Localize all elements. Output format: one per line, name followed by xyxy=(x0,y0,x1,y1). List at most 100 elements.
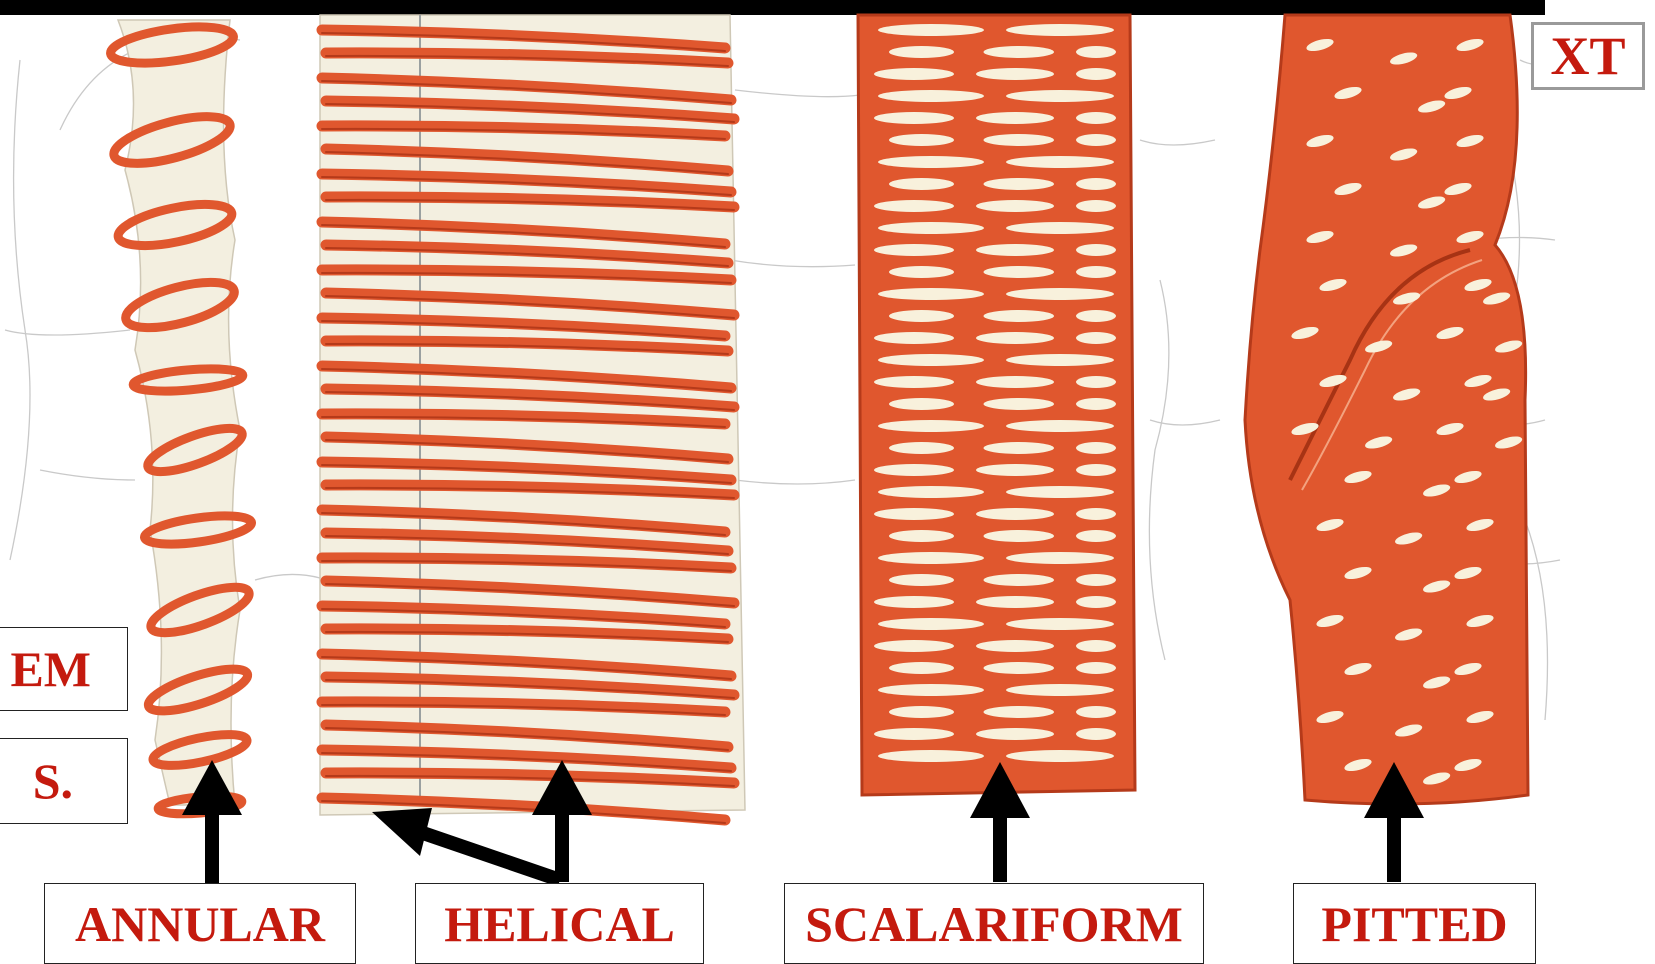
side-label-em: EM xyxy=(0,627,128,711)
scalariform-slit xyxy=(1076,200,1116,212)
scalariform-slit xyxy=(874,112,954,124)
scalariform-slit xyxy=(984,46,1055,58)
scalariform-slit xyxy=(1006,750,1114,762)
scalariform-slit xyxy=(1006,354,1114,366)
scalariform-slit xyxy=(984,178,1055,190)
scalariform-slit xyxy=(1076,376,1116,388)
scalariform-slit xyxy=(976,508,1054,520)
scalariform-slit xyxy=(1076,662,1116,674)
scalariform-slit xyxy=(1076,332,1116,344)
scalariform-slit xyxy=(1006,420,1114,432)
scalariform-slit xyxy=(889,178,954,190)
scalariform-slit xyxy=(1006,486,1114,498)
scalariform-slit xyxy=(874,332,954,344)
scalariform-slit xyxy=(984,310,1055,322)
label-scalariform: SCALARIFORM xyxy=(784,883,1204,964)
scalariform-slit xyxy=(984,134,1055,146)
scalariform-slit xyxy=(1076,244,1116,256)
helical-vessel xyxy=(320,15,745,823)
scalariform-slit xyxy=(976,112,1054,124)
scalariform-slit xyxy=(1076,442,1116,454)
scalariform-slit xyxy=(1076,530,1116,542)
scalariform-slit xyxy=(889,442,954,454)
pitted-vessel-wall xyxy=(1245,15,1528,804)
scalariform-slit xyxy=(874,596,954,608)
scalariform-slit xyxy=(1076,706,1116,718)
label-pitted: PITTED xyxy=(1293,883,1536,964)
annular-vessel xyxy=(108,20,254,817)
scalariform-slit xyxy=(1006,552,1114,564)
scalariform-slit xyxy=(889,398,954,410)
scalariform-slit xyxy=(976,464,1054,476)
scalariform-slit xyxy=(984,398,1055,410)
scalariform-slit xyxy=(1076,112,1116,124)
scalariform-slit xyxy=(878,750,984,762)
scalariform-slit xyxy=(874,68,954,80)
scalariform-slit xyxy=(984,442,1055,454)
scalariform-slit xyxy=(878,288,984,300)
scalariform-slit xyxy=(878,24,984,36)
xt-badge: XT xyxy=(1531,22,1645,90)
scalariform-slit xyxy=(984,706,1055,718)
scalariform-slit xyxy=(976,332,1054,344)
scalariform-slit xyxy=(889,574,954,586)
scalariform-slit xyxy=(874,200,954,212)
arrow-helical-diag-shaft xyxy=(420,832,560,880)
scalariform-slit xyxy=(889,266,954,278)
scalariform-vessel xyxy=(858,15,1135,795)
scalariform-slit xyxy=(984,530,1055,542)
scalariform-slit xyxy=(874,376,954,388)
scalariform-slit xyxy=(1006,288,1114,300)
scalariform-slit xyxy=(878,684,984,696)
scalariform-slit xyxy=(976,68,1054,80)
scalariform-slit xyxy=(1006,618,1114,630)
scalariform-slit xyxy=(878,420,984,432)
scalariform-slit xyxy=(984,662,1055,674)
scalariform-slit xyxy=(984,266,1055,278)
label-annular: ANNULAR xyxy=(44,883,356,964)
scalariform-slit xyxy=(878,618,984,630)
label-helical: HELICAL xyxy=(415,883,704,964)
scalariform-slit xyxy=(1076,310,1116,322)
scalariform-slit xyxy=(1076,464,1116,476)
scalariform-slit xyxy=(1076,266,1116,278)
scalariform-slit xyxy=(1006,90,1114,102)
scalariform-slit xyxy=(1076,596,1116,608)
scalariform-slit xyxy=(878,354,984,366)
scalariform-slit xyxy=(1006,222,1114,234)
scalariform-slit xyxy=(874,728,954,740)
scalariform-slit xyxy=(889,706,954,718)
scalariform-slit xyxy=(984,574,1055,586)
scalariform-slit xyxy=(874,508,954,520)
arrow-helical-diag-head xyxy=(372,808,432,856)
side-label-s: S. xyxy=(0,738,128,824)
scalariform-slit xyxy=(1076,508,1116,520)
scalariform-slit xyxy=(1076,728,1116,740)
scalariform-slit xyxy=(874,244,954,256)
scalariform-slit xyxy=(889,662,954,674)
scalariform-slit xyxy=(1076,574,1116,586)
scalariform-slit xyxy=(1076,68,1116,80)
scalariform-slit xyxy=(976,596,1054,608)
scalariform-slit xyxy=(874,464,954,476)
scalariform-slit xyxy=(1076,178,1116,190)
scalariform-slit xyxy=(889,310,954,322)
scalariform-slit xyxy=(878,156,984,168)
scalariform-slit xyxy=(1006,684,1114,696)
scalariform-slit xyxy=(1006,156,1114,168)
scalariform-slit xyxy=(874,640,954,652)
scalariform-slit xyxy=(976,244,1054,256)
scalariform-slit xyxy=(889,530,954,542)
scalariform-slit xyxy=(878,90,984,102)
scalariform-slit xyxy=(1076,640,1116,652)
scalariform-slit xyxy=(1076,46,1116,58)
scalariform-slit xyxy=(976,200,1054,212)
scalariform-slit xyxy=(878,552,984,564)
scalariform-slit xyxy=(1076,398,1116,410)
scalariform-slit xyxy=(878,486,984,498)
scalariform-slit xyxy=(889,46,954,58)
scalariform-slit xyxy=(878,222,984,234)
scalariform-slit xyxy=(889,134,954,146)
scalariform-slit xyxy=(1076,134,1116,146)
